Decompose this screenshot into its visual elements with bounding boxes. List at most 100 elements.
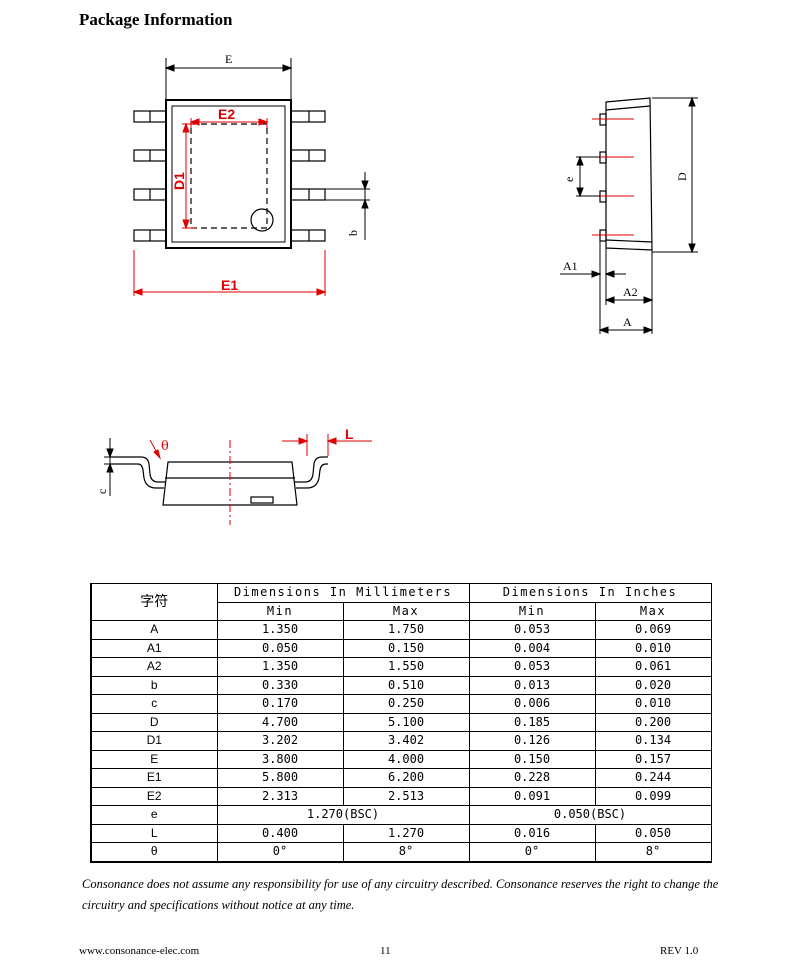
dim-e	[576, 155, 600, 198]
right-lead	[295, 456, 328, 483]
in-min: 0.126	[468, 731, 596, 751]
mm-min: 0.330	[216, 675, 344, 695]
mm-min: 3.202	[216, 731, 344, 751]
mm-min: 2.313	[216, 786, 344, 806]
label-D1: D1	[171, 172, 187, 190]
in-max: 0.200	[594, 712, 712, 732]
footer-page-number: 11	[380, 945, 391, 957]
row-symbol: E2	[90, 786, 218, 806]
dim-A	[560, 241, 654, 334]
mm-min: 0.170	[216, 694, 344, 714]
mm-max: 3.402	[342, 731, 470, 751]
in-min: 0.091	[468, 786, 596, 806]
dim-L	[282, 434, 372, 456]
in-max: 0.134	[594, 731, 712, 751]
dim-E	[164, 58, 293, 100]
front-body	[162, 461, 298, 506]
dimension-table: 字符 Dimensions In Millimeters Dimensions …	[90, 583, 712, 863]
in-max: 0.157	[594, 749, 712, 769]
row-symbol: b	[90, 675, 218, 695]
in-min: 0.053	[468, 657, 596, 677]
mm-min: 4.700	[216, 712, 344, 732]
in-max: 0.061	[594, 657, 712, 677]
top-view-drawing: E b E2 D1	[132, 52, 370, 296]
label-D: D	[675, 172, 689, 181]
dim-D	[652, 96, 698, 254]
front-view-drawing: c θ L	[95, 426, 372, 525]
row-symbol: D1	[90, 731, 218, 751]
mm-max: 8°	[342, 842, 470, 863]
mm-min: 0.400	[216, 823, 344, 843]
in-min: 0.185	[468, 712, 596, 732]
in-max: 8°	[594, 842, 712, 863]
page-title: Package Information	[79, 10, 233, 29]
in-max: 0.010	[594, 638, 712, 658]
in-bsc: 0.050(BSC)	[468, 805, 712, 825]
row-symbol: D	[90, 712, 218, 732]
in-min: 0°	[468, 842, 596, 863]
mm-max: 0.150	[342, 638, 470, 658]
dim-b	[325, 172, 370, 240]
dim-E1	[132, 250, 327, 296]
mm-min: 3.800	[216, 749, 344, 769]
package-body	[165, 99, 292, 249]
row-symbol: E	[90, 749, 218, 769]
in-max: 0.099	[594, 786, 712, 806]
in-max-header: Max	[594, 601, 712, 621]
mm-max: 1.750	[342, 620, 470, 640]
footer-revision: REV 1.0	[660, 945, 699, 957]
dim-D1	[182, 122, 196, 230]
row-symbol: A	[90, 620, 218, 640]
mm-min: 5.800	[216, 768, 344, 788]
in-min: 0.053	[468, 620, 596, 640]
in-header: Dimensions In Inches	[468, 583, 712, 603]
dim-theta	[149, 439, 161, 460]
mm-max: 1.270	[342, 823, 470, 843]
label-E1: E1	[221, 277, 238, 293]
mm-header: Dimensions In Millimeters	[216, 583, 470, 603]
package-inner-outline	[171, 105, 286, 243]
label-e: e	[562, 177, 576, 182]
label-b: b	[346, 230, 360, 236]
right-leads	[290, 110, 326, 242]
label-theta: θ	[161, 439, 169, 454]
in-max: 0.050	[594, 823, 712, 843]
mm-max: 1.550	[342, 657, 470, 677]
label-E2: E2	[218, 106, 235, 122]
mm-max: 0.510	[342, 675, 470, 695]
in-max: 0.244	[594, 768, 712, 788]
in-min: 0.006	[468, 694, 596, 714]
label-L: L	[345, 426, 354, 442]
in-min: 0.013	[468, 675, 596, 695]
in-min-header: Min	[468, 601, 596, 621]
symbol-header: 字符	[90, 583, 218, 621]
in-min: 0.228	[468, 768, 596, 788]
disclaimer: Consonance does not assume any responsib…	[82, 877, 719, 912]
mm-max: 4.000	[342, 749, 470, 769]
mm-min: 1.350	[216, 620, 344, 640]
row-symbol: c	[90, 694, 218, 714]
dim-E2	[189, 118, 269, 128]
mm-max: 2.513	[342, 786, 470, 806]
in-max: 0.069	[594, 620, 712, 640]
mm-max: 6.200	[342, 768, 470, 788]
in-min: 0.150	[468, 749, 596, 769]
label-c: c	[95, 489, 109, 494]
in-max: 0.020	[594, 675, 712, 695]
pin1-marker	[250, 208, 274, 232]
mm-min-header: Min	[216, 601, 344, 621]
row-symbol: e	[90, 805, 218, 825]
side-view-drawing: e D A1 A2 A	[560, 96, 698, 334]
